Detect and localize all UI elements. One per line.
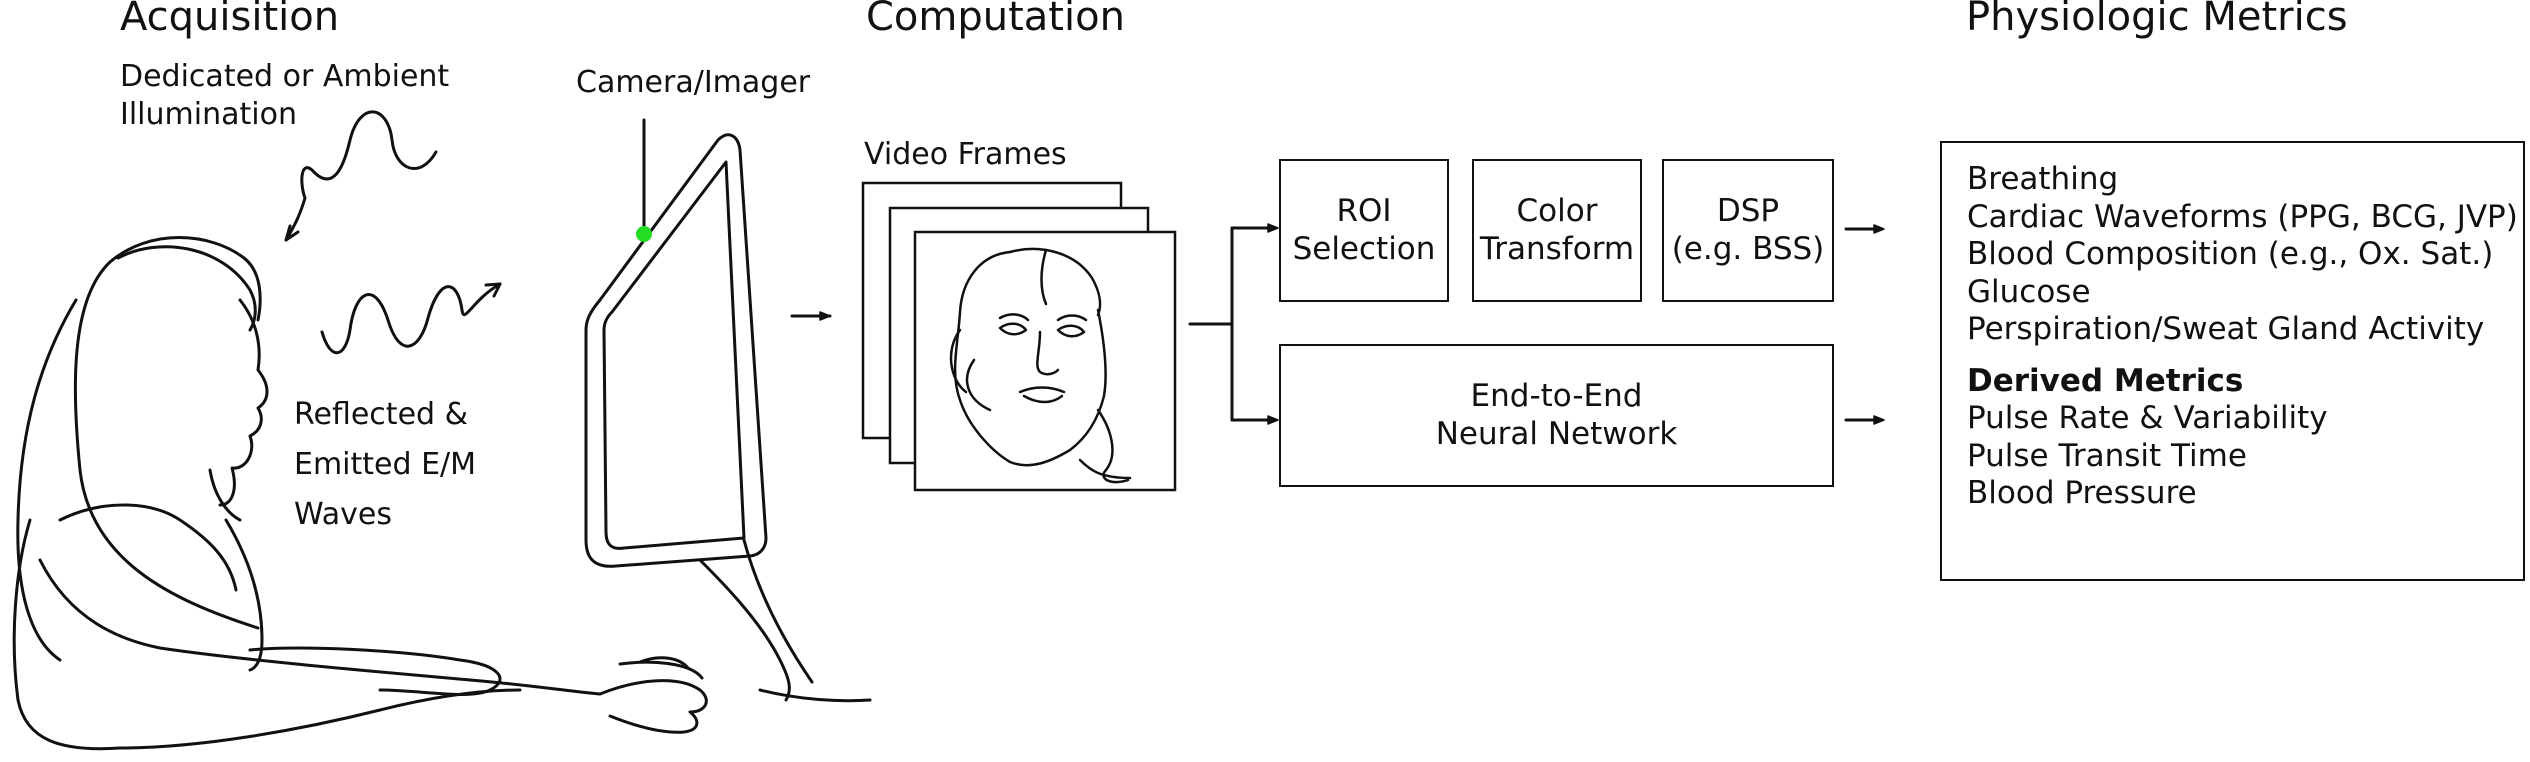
waves-label-line2: Emitted E/M: [294, 447, 477, 482]
camera-dot: [636, 226, 652, 242]
metric-item: Blood Composition (e.g., Ox. Sat.): [1967, 236, 2494, 272]
video-frames-label: Video Frames: [864, 137, 1067, 172]
physiologic-metrics-box: Breathing Cardiac Waveforms (PPG, BCG, J…: [1940, 141, 2525, 581]
waves-label-line3: Waves: [294, 497, 392, 532]
dsp-line2: (e.g. BSS): [1671, 230, 1825, 267]
keyboard: [248, 646, 502, 696]
metric-item: Perspiration/Sweat Gland Activity: [1967, 311, 2485, 347]
end-to-end-line2: Neural Network: [1435, 415, 1678, 452]
waves-label: Reflected & Emitted E/M Waves: [294, 390, 476, 540]
face-sketch: [949, 247, 1132, 484]
person-hair: [73, 236, 262, 630]
person-torso-line: [224, 518, 264, 672]
dsp-line1: DSP: [1716, 192, 1780, 229]
video-frame-front: [913, 230, 1177, 492]
monitor-base: [758, 688, 872, 703]
monitor-screen: [584, 133, 768, 568]
color-transform-line2: Transform: [1479, 230, 1635, 267]
person-hair-back: [16, 298, 78, 662]
roi-selection-line2: Selection: [1292, 230, 1436, 267]
color-transform-line1: Color: [1516, 192, 1598, 229]
reflected-wave-arrowhead: [484, 282, 502, 298]
computation-heading: Computation: [866, 0, 1125, 40]
person-fingers: [618, 656, 704, 680]
derived-metric-item: Blood Pressure: [1967, 475, 2197, 511]
person-forearm: [118, 688, 522, 750]
monitor-inner-bezel: [602, 160, 746, 550]
reflected-wave: [320, 282, 502, 355]
end-to-end-line1: End-to-End: [1470, 377, 1643, 414]
person-face: [218, 298, 269, 507]
monitor-stand: [698, 538, 814, 702]
metric-item: Cardiac Waveforms (PPG, BCG, JVP): [1967, 198, 2518, 235]
waves-label-line1: Reflected &: [294, 397, 468, 432]
roi-selection-line1: ROI: [1336, 192, 1392, 229]
derived-metric-item: Pulse Transit Time: [1967, 437, 2247, 474]
derived-metric-item: Pulse Rate & Variability: [1967, 400, 2328, 436]
person-head-strand: [116, 245, 257, 332]
color-transform-box: Color Transform: [1472, 159, 1642, 302]
metrics-list: Breathing Cardiac Waveforms (PPG, BCG, J…: [1967, 161, 2523, 349]
dsp-box: DSP (e.g. BSS): [1662, 159, 1834, 302]
person-neck: [208, 468, 242, 522]
illumination-label-line2: Illumination: [120, 97, 297, 132]
derived-metrics-heading: Derived Metrics: [1967, 362, 2244, 399]
person-arm: [38, 558, 602, 696]
person-back: [12, 518, 122, 751]
illumination-label: Dedicated or Ambient Illumination: [120, 58, 449, 134]
camera-label: Camera/Imager: [576, 65, 811, 100]
derived-metrics-list: Pulse Rate & Variability Pulse Transit T…: [1967, 400, 2523, 513]
illumination-wave-arrowhead: [284, 224, 300, 242]
physiologic-metrics-heading: Physiologic Metrics: [1966, 0, 2348, 40]
end-to-end-network-box: End-to-End Neural Network: [1279, 344, 1834, 487]
person-hand: [598, 679, 708, 734]
acquisition-heading: Acquisition: [120, 0, 340, 40]
metric-item: Breathing: [1967, 161, 2119, 197]
metric-item: Glucose: [1967, 273, 2091, 310]
illumination-label-line1: Dedicated or Ambient: [120, 59, 450, 94]
person-shoulder: [58, 503, 238, 592]
illumination-wave: [284, 110, 438, 242]
roi-selection-box: ROI Selection: [1279, 159, 1449, 302]
